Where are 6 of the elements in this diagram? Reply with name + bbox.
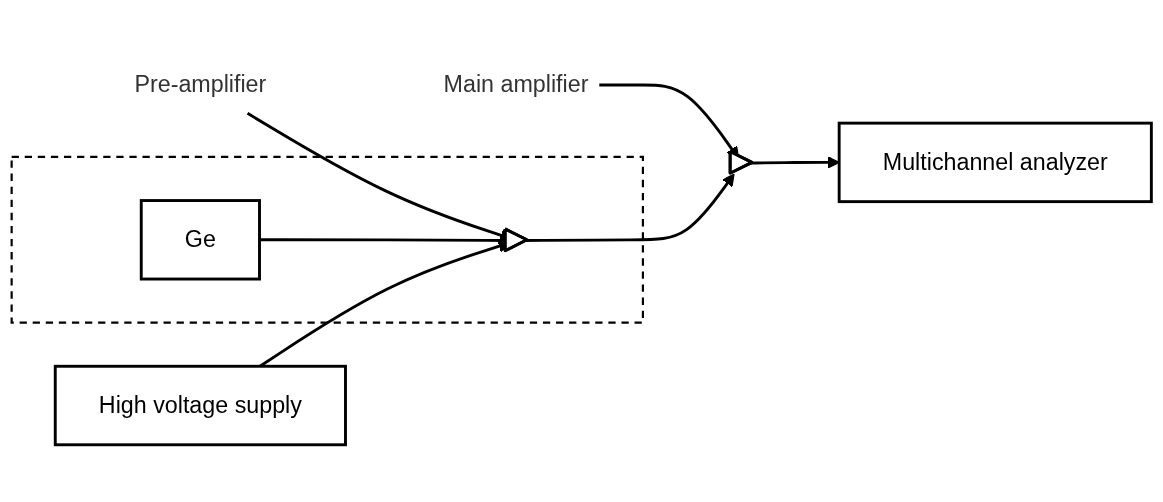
node-text: Main amplifier	[443, 72, 589, 97]
node-box: Ge	[139, 199, 261, 281]
cluster	[10, 156, 644, 325]
node-text: Pre-amplifier	[134, 72, 267, 97]
node-box: Multichannel analyzer	[837, 121, 1153, 204]
node-box: High voltage supply	[53, 365, 347, 447]
